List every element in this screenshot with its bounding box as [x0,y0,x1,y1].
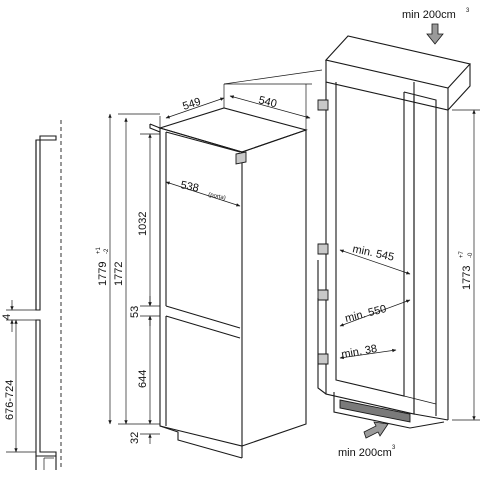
width-label: 540 [257,94,278,110]
door-panel-section: 4 676-724 [1,120,62,470]
door-gap-label: 4 [1,314,13,320]
niche-height-label: 1773 [461,266,473,290]
niche-drawing: min. 545 min. 550 min. 38 1773 +7 -0 min… [317,8,480,459]
niche-height-sup: +7 [459,250,465,258]
door-depth-note: (porta) [208,192,227,202]
total-height-long-sub: -2 [104,248,110,254]
bottom-vent-arrow-icon [363,421,389,439]
appliance-drawing: 549 540 538 (porta) 1779 +1 -2 1772 1032… [96,69,323,459]
freezer-height-label: 644 [137,370,149,388]
top-vent-unit-sup: 3 [466,8,470,14]
base-label: 32 [129,432,141,444]
niche-min-depth-2-label: min. 550 [344,303,388,325]
depth-label: 549 [181,96,202,113]
total-height-label: 1772 [113,262,125,286]
top-vent-label: min 200cm [402,9,456,21]
total-height-long-label: 1779 [97,262,109,286]
niche-min-depth-1-label: min. 545 [351,243,395,264]
door-height-range-label: 676-724 [4,380,16,420]
niche-height-sub: -0 [468,252,474,258]
niche-min-side-label: min. 38 [340,343,378,361]
total-height-long-sup: +1 [96,246,102,254]
door-depth-label: 538 [179,179,199,195]
gap-label: 53 [129,306,141,318]
bottom-vent-unit-sup: 3 [392,445,396,451]
top-vent-arrow-icon [426,23,444,45]
fridge-height-label: 1032 [137,212,149,236]
bottom-vent-label: min 200cm [338,447,392,459]
